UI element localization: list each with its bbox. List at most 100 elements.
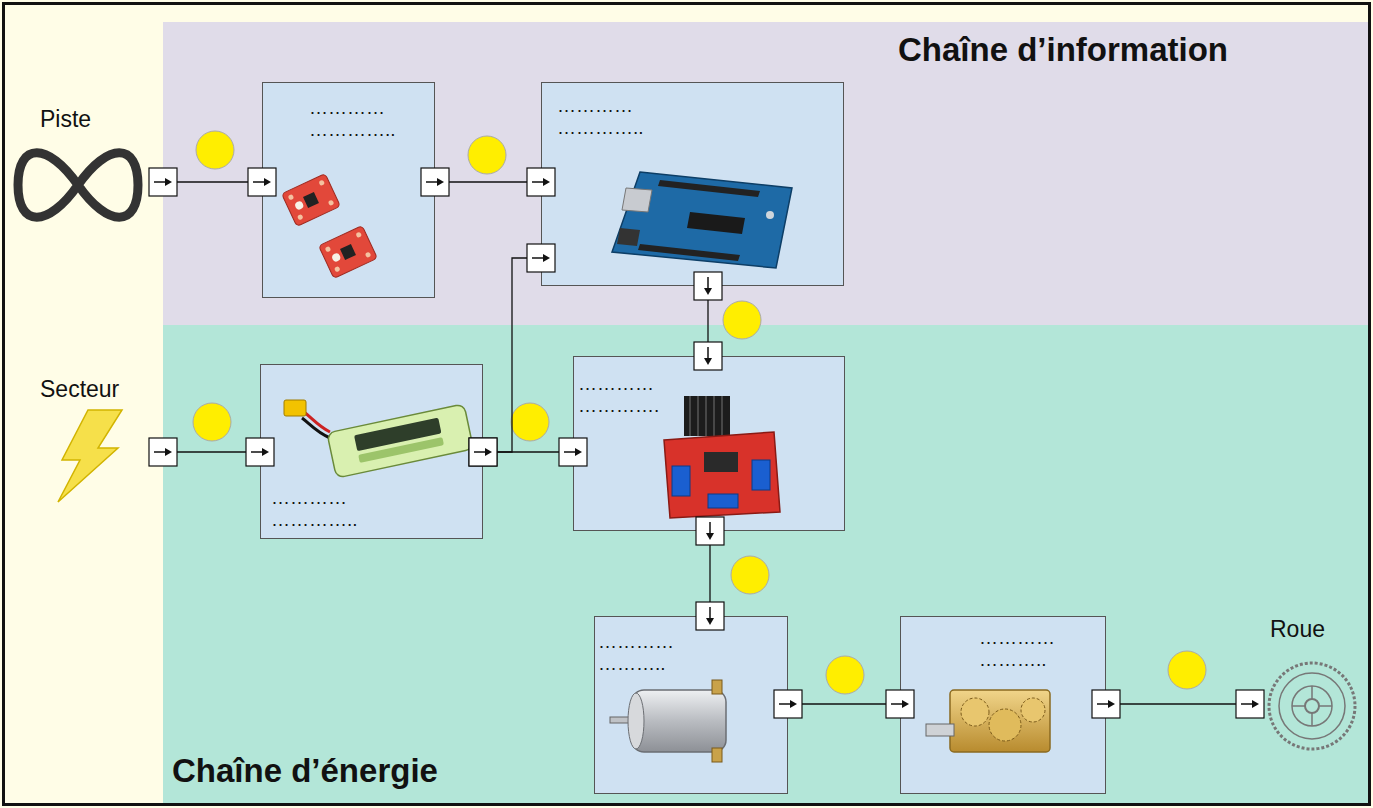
process-box: ………… …………..	[260, 364, 483, 539]
placeholder-text: ………… ………..	[598, 631, 698, 675]
arrow-head	[485, 448, 492, 456]
chain-band: Chaîne d’énergie………… …………..………… ………….…………	[163, 325, 1368, 803]
flow-connector	[1092, 690, 1264, 718]
port-arrow	[709, 522, 711, 535]
port-square	[1092, 690, 1120, 718]
source-node: Secteur	[10, 370, 163, 520]
port-square	[696, 602, 724, 630]
port-arrow	[1097, 703, 1110, 705]
port-arrow	[532, 257, 545, 259]
port-arrow	[707, 277, 709, 290]
flow-connector	[469, 244, 555, 466]
port-arrow	[474, 451, 487, 453]
connector-line	[709, 531, 710, 616]
flow-connector	[469, 438, 587, 466]
process-box: ………… ………….	[573, 356, 845, 531]
arrow-head	[1108, 700, 1115, 708]
process-box: ………… ………..	[594, 616, 788, 794]
arrow-head	[262, 448, 269, 456]
port-square	[527, 168, 555, 196]
arrow-head	[1252, 700, 1259, 708]
flow-connector	[774, 690, 914, 718]
port-arrow	[1241, 703, 1254, 705]
port-square	[774, 690, 802, 718]
battery-pack	[284, 400, 473, 478]
placeholder-text: ………… …………..	[309, 97, 409, 141]
arrow-head	[264, 178, 271, 186]
connector-line	[1106, 703, 1250, 704]
port-square	[469, 438, 497, 466]
port-square	[248, 168, 276, 196]
chain-band: Chaîne d’information ………… ………….. ………… ……………	[163, 22, 1368, 325]
placeholder-text: ………… ………..	[979, 627, 1079, 671]
port-arrow	[154, 181, 167, 183]
placeholder-text: ………… ………….	[578, 373, 678, 417]
port-arrow	[709, 607, 711, 620]
arrow-head	[704, 288, 712, 295]
flow-connector	[696, 517, 724, 630]
arrow-head	[485, 448, 492, 456]
flow-connector	[149, 438, 274, 466]
arduino-board	[612, 172, 792, 268]
process-box: ………… ………..	[900, 616, 1106, 794]
connector-line	[483, 258, 541, 452]
connector-line	[435, 181, 541, 182]
port-square	[559, 438, 587, 466]
sensor-board	[282, 174, 341, 227]
wheel-icon	[1269, 663, 1355, 749]
port-arrow	[474, 451, 487, 453]
port-arrow	[779, 703, 792, 705]
arrow-head	[543, 178, 550, 186]
sensor-board	[319, 226, 378, 279]
port-arrow	[564, 451, 577, 453]
port-square	[149, 168, 177, 196]
process-box: ………… …………..	[541, 82, 844, 286]
flow-connector	[421, 168, 555, 196]
source-node: Piste	[10, 100, 163, 235]
port-square	[527, 244, 555, 272]
flow-connector	[149, 168, 276, 196]
node-label: Piste	[40, 106, 163, 133]
connector-line	[788, 703, 900, 704]
track-icon	[18, 153, 138, 218]
port-arrow	[251, 451, 264, 453]
node-label: Roue	[1270, 616, 1368, 643]
arrow-head	[165, 448, 172, 456]
gearbox	[926, 690, 1050, 752]
motor-driver	[664, 396, 780, 518]
placeholder-text: ………… …………..	[271, 487, 371, 531]
port-square	[149, 438, 177, 466]
arrow-head	[437, 178, 444, 186]
arrow-head	[706, 618, 714, 625]
port-square	[1236, 690, 1264, 718]
port-square	[421, 168, 449, 196]
process-box: ………… …………..	[262, 82, 435, 298]
arrow-head	[575, 448, 582, 456]
port-square	[694, 342, 722, 370]
node-label: Secteur	[40, 376, 163, 403]
placeholder-text: ………… …………..	[557, 95, 657, 139]
port-arrow	[253, 181, 266, 183]
port-square	[469, 438, 497, 466]
dc-motor	[610, 680, 726, 762]
arrow-head	[165, 178, 172, 186]
connector-line	[163, 451, 260, 452]
chain-heading: Chaîne d’information	[163, 30, 1228, 69]
arrow-head	[706, 533, 714, 540]
connector-line	[163, 181, 262, 182]
port-square	[886, 690, 914, 718]
port-arrow	[154, 451, 167, 453]
arrow-head	[543, 254, 550, 262]
flow-connector	[694, 272, 722, 370]
port-square	[696, 517, 724, 545]
connector-line	[707, 286, 708, 356]
lightning-icon	[58, 410, 122, 502]
port-square	[246, 438, 274, 466]
port-square	[694, 272, 722, 300]
port-arrow	[532, 181, 545, 183]
output-node: Roue	[1250, 610, 1368, 760]
arrow-head	[704, 358, 712, 365]
